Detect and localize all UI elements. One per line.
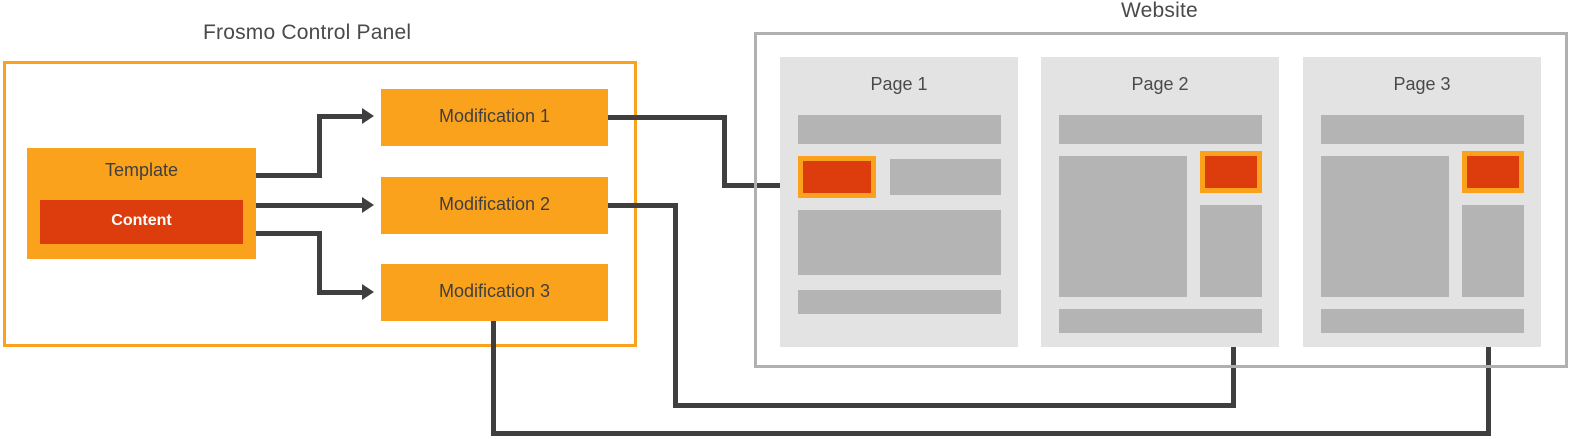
connector-mod3-page3-h xyxy=(491,431,1491,436)
page-1-modification-content xyxy=(803,161,871,193)
connector-template-mod2-h xyxy=(256,203,364,208)
page-2-title: Page 2 xyxy=(1131,74,1189,94)
modification-2-box[interactable]: Modification 2 xyxy=(381,177,608,234)
page-1-block-right xyxy=(890,159,1001,195)
connector-template-mod3-v xyxy=(317,231,322,293)
template-label: Template xyxy=(104,160,179,180)
page-1[interactable]: Page 1 xyxy=(780,57,1018,347)
page-3-modification-slot[interactable] xyxy=(1462,151,1524,193)
page-1-block-header xyxy=(798,115,1001,144)
connector-template-mod3-h2 xyxy=(317,290,364,295)
connector-template-mod3-h1 xyxy=(256,231,322,236)
connector-template-mod1-h2 xyxy=(317,114,364,119)
page-2[interactable]: Page 2 xyxy=(1041,57,1279,347)
page-3-block-sidebar xyxy=(1462,205,1524,297)
modification-3-box[interactable]: Modification 3 xyxy=(381,264,608,321)
connector-mod1-page1-h1 xyxy=(608,115,727,120)
page-1-modification-slot[interactable] xyxy=(798,156,876,198)
modification-1-box[interactable]: Modification 1 xyxy=(381,89,608,146)
page-2-modification-content xyxy=(1205,156,1257,188)
connector-mod3-page3-v1 xyxy=(491,321,496,434)
page-1-title: Page 1 xyxy=(870,74,928,94)
modification-2-label: Modification 2 xyxy=(438,194,551,214)
page-2-block-header xyxy=(1059,115,1262,144)
page-3-block-header xyxy=(1321,115,1524,144)
page-2-modification-slot[interactable] xyxy=(1200,151,1262,193)
connector-template-mod1-v xyxy=(317,114,322,176)
arrowhead-template-mod3 xyxy=(362,284,374,300)
content-label: Content xyxy=(111,212,172,229)
connector-mod2-page2-h1 xyxy=(608,203,678,208)
page-3-title: Page 3 xyxy=(1393,74,1451,94)
template-box[interactable]: Template Content xyxy=(27,148,256,259)
website-frame xyxy=(754,32,1568,368)
page-2-block-main xyxy=(1059,156,1187,297)
arrowhead-template-mod1 xyxy=(362,108,374,124)
arrowhead-template-mod2 xyxy=(362,197,374,213)
page-3[interactable]: Page 3 xyxy=(1303,57,1541,347)
connector-template-mod1-h1 xyxy=(256,173,322,178)
website-title: Website xyxy=(1121,0,1198,22)
page-1-block-main xyxy=(798,210,1001,275)
page-2-block-footer xyxy=(1059,309,1262,333)
page-3-block-footer xyxy=(1321,309,1524,333)
control-panel-title: Frosmo Control Panel xyxy=(203,21,412,44)
connector-mod1-page1-v xyxy=(722,115,727,188)
modification-1-label: Modification 1 xyxy=(438,106,551,126)
modification-3-label: Modification 3 xyxy=(438,281,551,301)
page-1-block-footer xyxy=(798,290,1001,314)
page-3-block-main xyxy=(1321,156,1449,297)
connector-mod2-page2-v1 xyxy=(673,203,678,408)
page-2-block-sidebar xyxy=(1200,205,1262,297)
page-3-modification-content xyxy=(1467,156,1519,188)
connector-mod2-page2-h2 xyxy=(673,403,1236,408)
content-box[interactable]: Content xyxy=(40,200,243,244)
